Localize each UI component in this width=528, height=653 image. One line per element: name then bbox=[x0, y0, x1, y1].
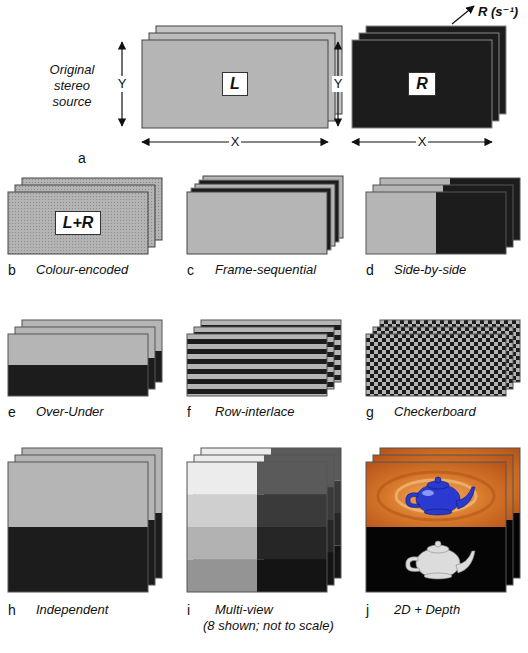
over-under-stack bbox=[8, 320, 162, 396]
panel-caption: Colour-encoded bbox=[36, 262, 128, 278]
multi-view-stack bbox=[187, 448, 341, 592]
colour-encoded-stack bbox=[8, 178, 162, 254]
combined-label-box: L+R bbox=[55, 211, 102, 235]
panel-caption: Independent bbox=[36, 602, 108, 618]
panel-caption: Row-interlace bbox=[215, 404, 294, 420]
row-interlace-stack bbox=[187, 320, 341, 396]
panel-letter: f bbox=[187, 404, 191, 420]
axis-label: X bbox=[229, 134, 242, 150]
side-by-side-stack bbox=[366, 178, 520, 254]
left-view-stack bbox=[142, 26, 342, 128]
panel-caption: Side-by-side bbox=[394, 262, 466, 278]
depth-stack bbox=[366, 448, 520, 592]
axis-label: X bbox=[416, 134, 429, 150]
panel-caption: (8 shown; not to scale) bbox=[203, 618, 334, 634]
rate-label: R (s⁻¹) bbox=[478, 4, 518, 20]
view-label-box: L bbox=[222, 72, 248, 96]
axis-label: Y bbox=[116, 76, 129, 92]
panel-letter: h bbox=[8, 602, 16, 618]
axis-label: Y bbox=[332, 76, 345, 92]
panel-letter: a bbox=[78, 150, 86, 166]
panel-letter: b bbox=[8, 262, 16, 278]
panel-letter: e bbox=[8, 404, 16, 420]
node-text: L+R bbox=[63, 214, 94, 231]
source-caption: Original stereo source bbox=[40, 62, 104, 110]
independent-stack bbox=[8, 448, 162, 592]
node-text: L bbox=[230, 75, 240, 92]
checkerboard-stack bbox=[366, 320, 520, 396]
dimension-arrows bbox=[122, 6, 492, 142]
view-label-box: R bbox=[408, 72, 436, 96]
panel-caption: Checkerboard bbox=[394, 404, 476, 420]
panel-caption: 2D + Depth bbox=[394, 602, 460, 618]
panel-letter: d bbox=[366, 262, 374, 278]
panel-caption: Frame-sequential bbox=[215, 262, 316, 278]
panel-letter: g bbox=[366, 404, 374, 420]
right-view-stack bbox=[352, 26, 506, 128]
rate-arrow bbox=[452, 6, 474, 24]
panel-letter: j bbox=[366, 602, 369, 618]
panel-caption: Multi-view bbox=[215, 602, 273, 618]
frame-sequential-stack bbox=[187, 176, 343, 254]
node-text: R bbox=[416, 75, 428, 92]
panel-letter: c bbox=[187, 262, 194, 278]
panel-caption: Over-Under bbox=[36, 404, 104, 420]
panel-letter: i bbox=[187, 602, 190, 618]
